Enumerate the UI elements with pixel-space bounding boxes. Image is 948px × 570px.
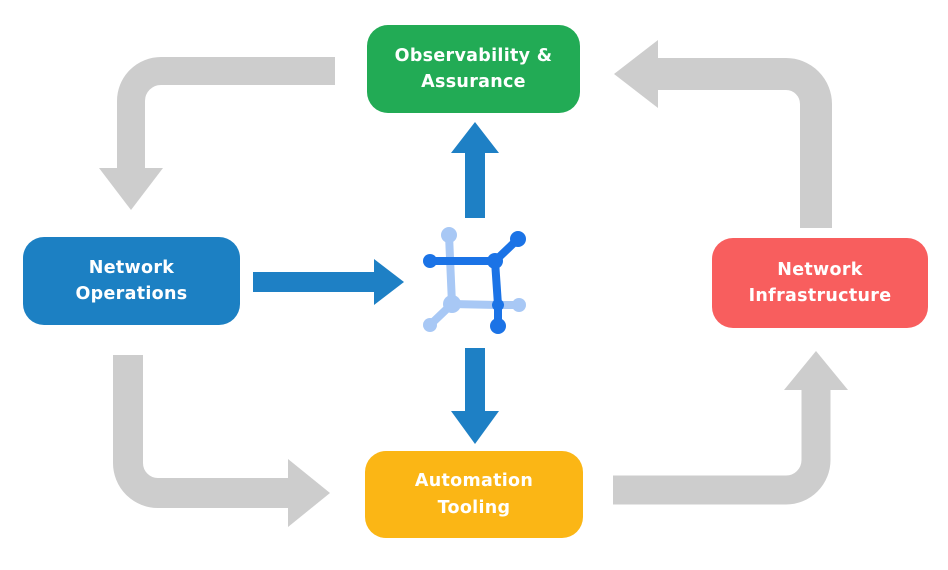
arrow-automation-to-infrastructure [613, 351, 848, 505]
arrow-observability-to-operations-shaft [117, 57, 335, 170]
arrow-infrastructure-to-observability [614, 40, 832, 228]
network-mesh-icon-dark-node-left [423, 254, 437, 268]
arrow-observability-to-operations-head [99, 168, 163, 210]
network-mesh-icon-dark-node-corner [487, 253, 503, 269]
network-mesh-icon-light-node-right [512, 298, 526, 312]
network-mesh-icon-light-node-corner [443, 295, 461, 313]
node-observability-assurance-label: Observability & Assurance [394, 45, 553, 92]
arrow-observability-to-operations [99, 57, 335, 210]
network-mesh-icon-dark-node-diagonal [510, 231, 526, 247]
arrow-operations-to-automation-shaft [113, 355, 288, 508]
arrow-center-to-observability [451, 122, 499, 218]
arrow-automation-to-infrastructure-shaft [613, 389, 831, 505]
arrow-center-to-automation [451, 348, 499, 444]
network-mesh-icon-light-node-diagonal [423, 318, 437, 332]
arrow-operations-to-automation [113, 355, 330, 527]
arrow-infrastructure-to-observability-shaft [658, 58, 832, 228]
arrow-operations-to-automation-head [288, 459, 330, 527]
arrow-center-to-observability-head [451, 122, 499, 153]
arrow-operations-to-center [253, 259, 404, 305]
arrow-infrastructure-to-observability-head [614, 40, 658, 108]
network-mesh-icon-dark-node-junction [492, 299, 504, 311]
arrow-operations-to-center-head [374, 259, 404, 305]
node-network-operations: Network Operations [23, 237, 240, 325]
arrow-center-to-automation-head [451, 411, 499, 444]
node-observability-assurance: Observability & Assurance [367, 25, 580, 113]
arrow-automation-to-infrastructure-head [784, 351, 848, 390]
node-network-operations-label: Network Operations [75, 257, 188, 304]
network-mesh-icon-light-node-top [441, 227, 457, 243]
node-automation-tooling: Automation Tooling [365, 451, 583, 538]
node-network-infrastructure: Network Infrastructure [712, 238, 928, 328]
network-mesh-icon [423, 227, 526, 334]
network-mesh-icon-dark-node-bottom [490, 318, 506, 334]
node-automation-tooling-label: Automation Tooling [414, 471, 534, 518]
node-network-infrastructure-label: Network Infrastructure [748, 259, 892, 306]
